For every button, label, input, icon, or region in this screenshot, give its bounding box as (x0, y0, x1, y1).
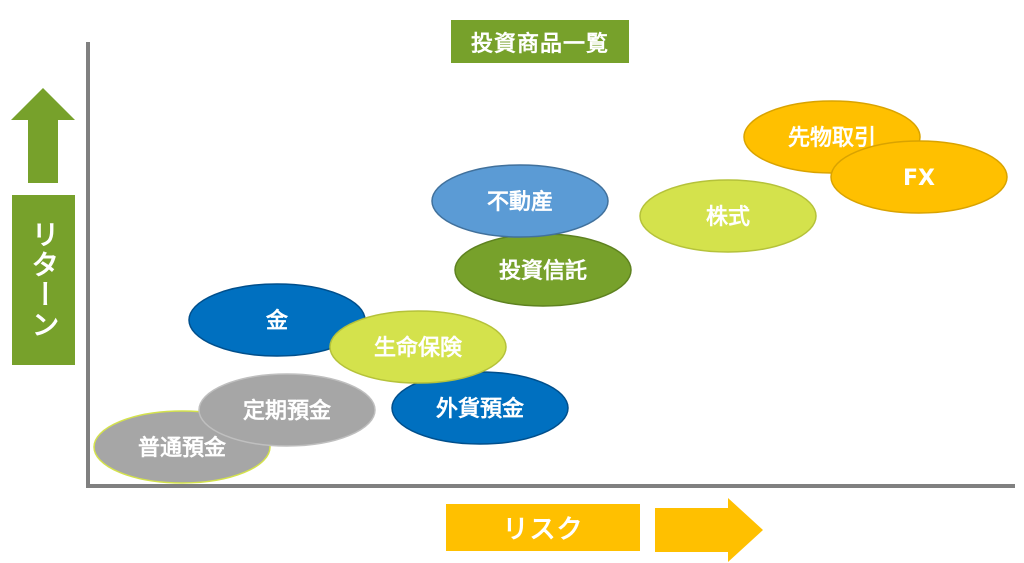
bubble-label-futures: 先物取引 (788, 125, 876, 151)
bubble-label-foreign: 外貨預金 (436, 396, 525, 422)
bubble-label-gold: 金 (265, 308, 289, 334)
bubble-realestate: 不動産 (431, 164, 609, 238)
right-arrow-icon (655, 498, 763, 562)
diagram-title: 投資商品一覧 (451, 20, 629, 63)
y-axis-label: リターン (12, 195, 75, 365)
bubble-foreign: 外貨預金 (391, 371, 569, 445)
bubble-gold: 金 (188, 283, 366, 357)
bubble-trust: 投資信託 (454, 233, 632, 307)
up-arrow-icon (11, 88, 75, 183)
bubble-label-futsu: 普通預金 (138, 435, 227, 461)
bubble-label-insurance: 生命保険 (374, 335, 463, 361)
bubble-label-teiki: 定期預金 (243, 398, 332, 424)
x-axis-label: リスク (446, 504, 640, 551)
bubble-teiki: 定期預金 (198, 373, 376, 447)
bubble-insurance: 生命保険 (329, 310, 507, 384)
bubble-fx: FX (830, 140, 1008, 214)
bubble-label-realestate: 不動産 (487, 189, 553, 215)
bubble-label-stock: 株式 (706, 205, 750, 230)
bubble-stock: 株式 (639, 179, 817, 253)
bubble-label-trust: 投資信託 (499, 258, 587, 284)
bubble-label-fx: FX (903, 166, 935, 191)
